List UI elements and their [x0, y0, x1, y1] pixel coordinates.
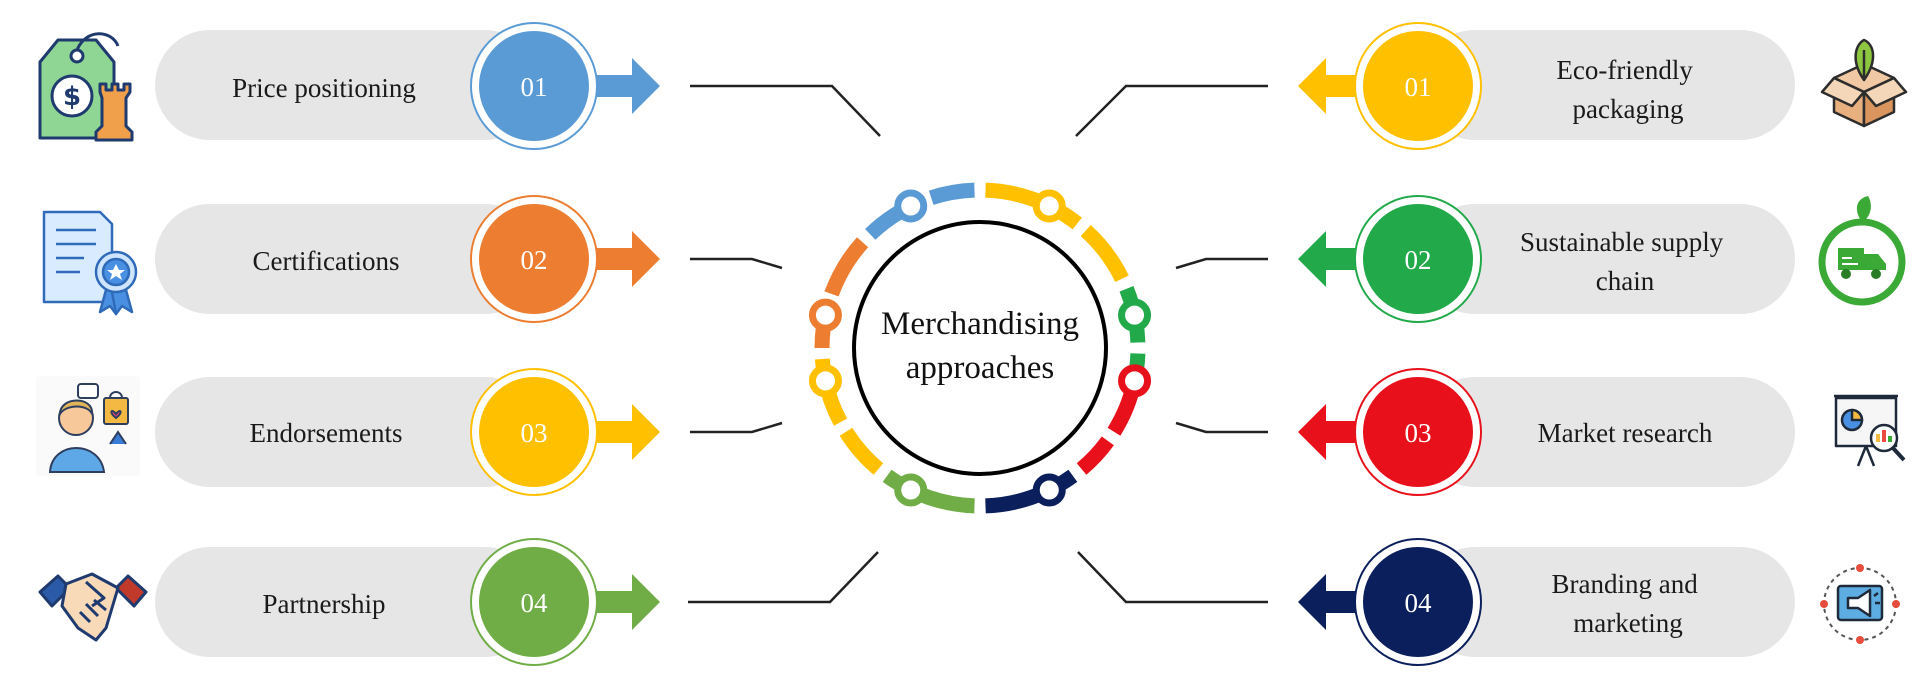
ring-segment-left-02-b [824, 237, 869, 297]
ring-dot-right-01 [1032, 189, 1066, 223]
right-label-01: Eco-friendly packaging [1556, 55, 1699, 124]
endorsement-icon [36, 376, 140, 476]
center-title-line2: approaches [906, 350, 1054, 386]
left-badge-02 [479, 204, 589, 314]
ring-segments [808, 182, 1152, 514]
right-pill-01 [1420, 30, 1795, 140]
left-label-01: Price positioning [232, 73, 416, 103]
right-label-04: Branding and marketing [1552, 569, 1705, 638]
left-item-04: Partnership 04 [155, 538, 660, 666]
connector-left-03 [690, 421, 783, 434]
left-item-03: Endorsements 03 [155, 368, 660, 496]
ring-dot-right-03 [1118, 364, 1152, 398]
right-badge-02 [1363, 204, 1473, 314]
ring-dot-right-04 [1032, 473, 1066, 507]
left-number-04: 04 [521, 588, 549, 618]
connectors [688, 84, 1268, 604]
right-pill-04 [1420, 547, 1795, 657]
right-item-02: Sustainable supply chain 02 [1298, 195, 1795, 323]
left-number-02: 02 [521, 245, 548, 275]
left-number-01: 01 [521, 72, 548, 102]
connector-left-02 [690, 257, 783, 270]
left-number-03: 03 [521, 418, 548, 448]
center-title-line1: Merchandising [881, 306, 1079, 342]
handshake-icon [38, 572, 148, 642]
left-arrow-03 [590, 404, 660, 460]
left-pill-02 [155, 204, 540, 314]
right-label-02: Sustainable supply chain [1520, 227, 1730, 296]
right-item-04: Branding and marketing 04 [1298, 538, 1795, 666]
left-label-02: Certifications [253, 246, 400, 276]
right-number-02: 02 [1405, 245, 1432, 275]
ring-segment-left-04 [882, 469, 975, 514]
right-arrow-02 [1298, 231, 1368, 287]
right-number-03: 03 [1405, 418, 1432, 448]
right-arrow-03 [1298, 404, 1368, 460]
right-badge-04 [1363, 547, 1473, 657]
connector-right-02 [1175, 257, 1268, 270]
left-item-01: Price positioning 01 [155, 22, 660, 150]
ring-segment-right-04 [985, 469, 1078, 514]
left-arrow-04 [590, 574, 660, 630]
left-pill-04 [155, 547, 540, 657]
right-pill-03 [1420, 377, 1795, 487]
connector-right-04 [1077, 551, 1268, 604]
connector-left-01 [690, 84, 881, 137]
left-badge-01 [479, 31, 589, 141]
left-label-04: Partnership [263, 589, 386, 619]
right-label-03: Market research [1538, 418, 1713, 448]
right-pill-02 [1420, 204, 1795, 314]
right-number-04: 04 [1405, 588, 1433, 618]
connector-right-03 [1175, 421, 1268, 434]
ring-segment-left-01-b [928, 182, 975, 205]
ring-dot-left-02 [808, 298, 842, 332]
left-pill-03 [155, 377, 540, 487]
left-badge-03 [479, 377, 589, 487]
right-number-01: 01 [1405, 72, 1432, 102]
presentation-chart-icon [1834, 394, 1906, 467]
left-arrow-01 [590, 58, 660, 114]
svg-text:$: $ [63, 82, 81, 112]
left-label-03: Endorsements [250, 418, 403, 448]
ring-dot-left-03 [808, 364, 842, 398]
center-ring: Merchandising approaches [808, 182, 1152, 514]
certificate-icon [42, 210, 138, 316]
ring-dot-left-04 [894, 473, 928, 507]
ring-segment-right-03-b [1076, 436, 1114, 475]
ring-segment-right-01-b [1080, 225, 1129, 283]
right-arrow-01 [1298, 58, 1368, 114]
center-circle [852, 220, 1108, 476]
right-item-01: Eco-friendly packaging 01 [1298, 22, 1795, 150]
eco-box-icon [1820, 38, 1908, 128]
ring-dot-right-02 [1118, 298, 1152, 332]
right-arrow-04 [1298, 574, 1368, 630]
left-item-02: Certifications 02 [155, 195, 660, 323]
left-pill-01 [155, 30, 540, 140]
ring-segment-left-03-a [839, 427, 884, 475]
ring-dot-left-01 [894, 189, 928, 223]
green-truck-icon [1818, 196, 1906, 306]
right-item-03: Market research 03 [1298, 368, 1795, 496]
right-badge-03 [1363, 377, 1473, 487]
megaphone-icon [1820, 564, 1900, 644]
left-arrow-02 [590, 231, 660, 287]
connector-left-04 [688, 551, 879, 604]
price-tag-chess-icon: $ [38, 32, 134, 142]
ring-segment-right-01-a [985, 182, 1082, 230]
connector-right-01 [1075, 84, 1268, 137]
right-badge-01 [1363, 31, 1473, 141]
left-badge-04 [479, 547, 589, 657]
